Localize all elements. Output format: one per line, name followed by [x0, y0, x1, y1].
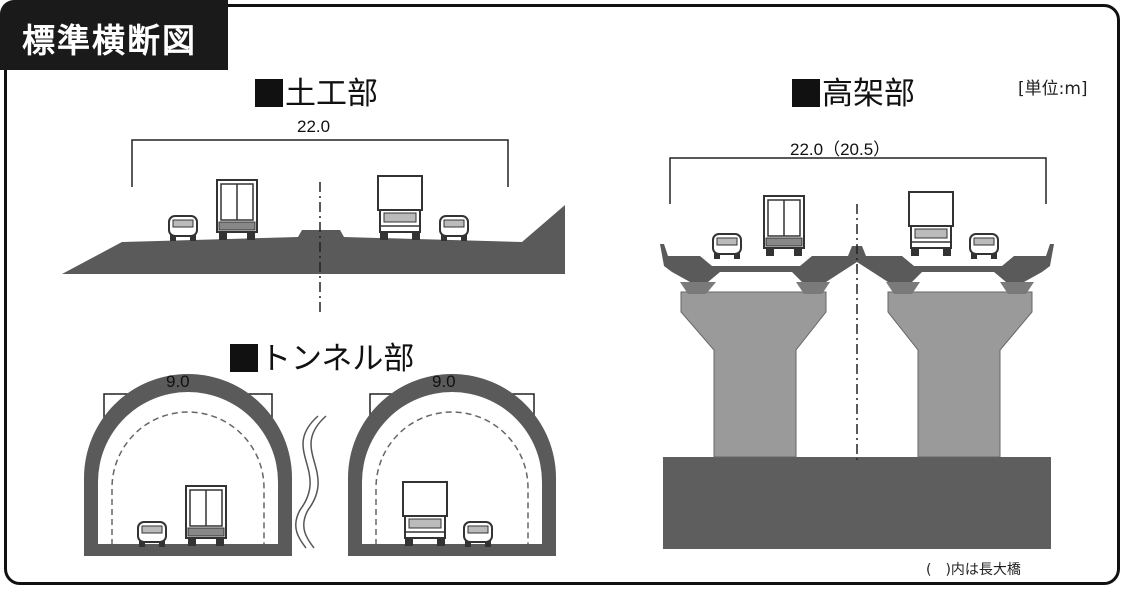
long-bridge-note: ( )内は長大橋	[926, 562, 1021, 578]
pier-left	[680, 291, 827, 458]
elevated-section	[660, 157, 1054, 549]
pier-right	[887, 291, 1033, 458]
elevated-title-text: 高架部	[822, 76, 915, 112]
car-icon	[168, 215, 198, 242]
earthwork-title-text: 土工部	[285, 76, 378, 112]
tunnel-left-width: 9.0	[166, 372, 190, 391]
deck-right	[857, 244, 1054, 282]
diagram-title: 標準横断図	[22, 21, 197, 60]
deck-left	[660, 244, 857, 282]
truck-front-icon	[377, 175, 423, 241]
elevated-width: 22.0（20.5）	[790, 140, 891, 159]
tunnel-break-symbol	[295, 415, 319, 549]
tunnel-right	[348, 374, 556, 556]
tunnel-title-text: トンネル部	[260, 341, 415, 377]
car-icon	[969, 233, 999, 260]
tunnel-right-width: 9.0	[432, 372, 456, 391]
square-bullet-icon	[230, 344, 258, 372]
tunnel-left	[84, 374, 292, 556]
earthwork-section	[62, 139, 565, 312]
truck-rear-icon	[185, 485, 227, 547]
truck-rear-icon	[216, 179, 258, 241]
tunnel-clearance	[375, 411, 529, 545]
earthwork-width: 22.0	[297, 117, 331, 136]
truck-front-icon	[908, 191, 954, 257]
elevated-dimension-line	[669, 157, 1047, 204]
elevated-title: 高架部	[792, 68, 915, 113]
tunnel-title: トンネル部	[230, 333, 414, 378]
truck-front-icon	[402, 481, 448, 547]
square-bullet-icon	[792, 79, 820, 107]
square-bullet-icon	[255, 79, 283, 107]
car-icon	[712, 233, 742, 260]
car-icon	[439, 215, 469, 242]
elevated-foundation	[663, 457, 1051, 549]
earthwork-title: 土工部	[255, 68, 378, 113]
earthwork-ground	[62, 205, 565, 274]
earthwork-dimension-line	[131, 139, 509, 187]
truck-rear-icon	[763, 195, 805, 257]
tunnel-clearance	[111, 411, 265, 545]
title-tab: 標準横断図	[0, 0, 228, 70]
unit-label: [単位:m]	[1018, 79, 1088, 99]
